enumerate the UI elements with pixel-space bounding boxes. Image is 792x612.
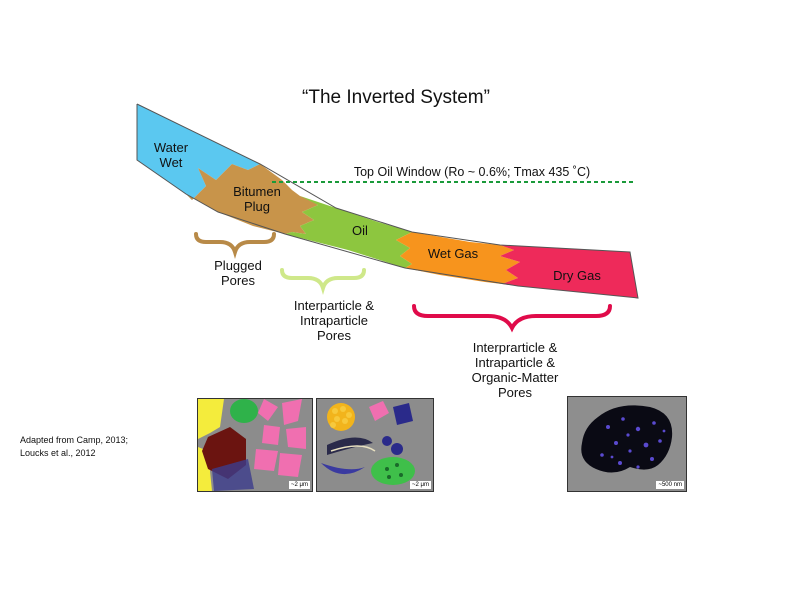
inter-intra-brace — [280, 268, 366, 295]
oil-segment — [285, 196, 412, 268]
micrograph-organic-matter-pores-image — [568, 397, 686, 491]
organic-matter-brace — [412, 304, 612, 333]
oil-window-label: Top Oil Window (Ro ~ 0.6%; Tmax 435 ˚C) — [353, 165, 591, 179]
micrograph-plugged-pores-image — [198, 399, 312, 491]
label-organic-matter-pores: Interprarticle & Intraparticle & Organic… — [471, 340, 559, 400]
scale-bar-right: ~500 nm — [656, 481, 684, 489]
scale-bar-middle: ~2 μm — [410, 481, 431, 489]
scale-bar-left: ~2 μm — [289, 481, 310, 489]
micrograph-plugged-pores: ~2 μm — [197, 398, 313, 492]
water-wet-segment — [137, 104, 260, 200]
micrograph-interparticle-pores: ~2 μm — [316, 398, 434, 492]
bitumen-plug-segment — [186, 164, 318, 234]
band-outline — [136, 103, 639, 299]
label-wet-gas: Wet Gas — [427, 246, 479, 261]
page-title: “The Inverted System” — [302, 87, 490, 108]
label-oil: Oil — [352, 223, 368, 238]
label-dry-gas: Dry Gas — [553, 268, 601, 283]
label-plugged-pores: Plugged Pores — [214, 258, 262, 288]
dry-gas-segment — [500, 245, 638, 298]
micrograph-interparticle-pores-image — [317, 399, 433, 491]
label-bitumen-plug: Bitumen Plug — [233, 184, 281, 214]
label-interparticle-intraparticle-pores: Interparticle & Intraparticle Pores — [293, 298, 375, 343]
plugged-pores-brace — [194, 232, 276, 259]
micrograph-organic-matter-pores: ~500 nm — [567, 396, 687, 492]
source-credit: Adapted from Camp, 2013; Loucks et al., … — [20, 435, 129, 458]
label-water-wet: Water Wet — [153, 140, 189, 170]
